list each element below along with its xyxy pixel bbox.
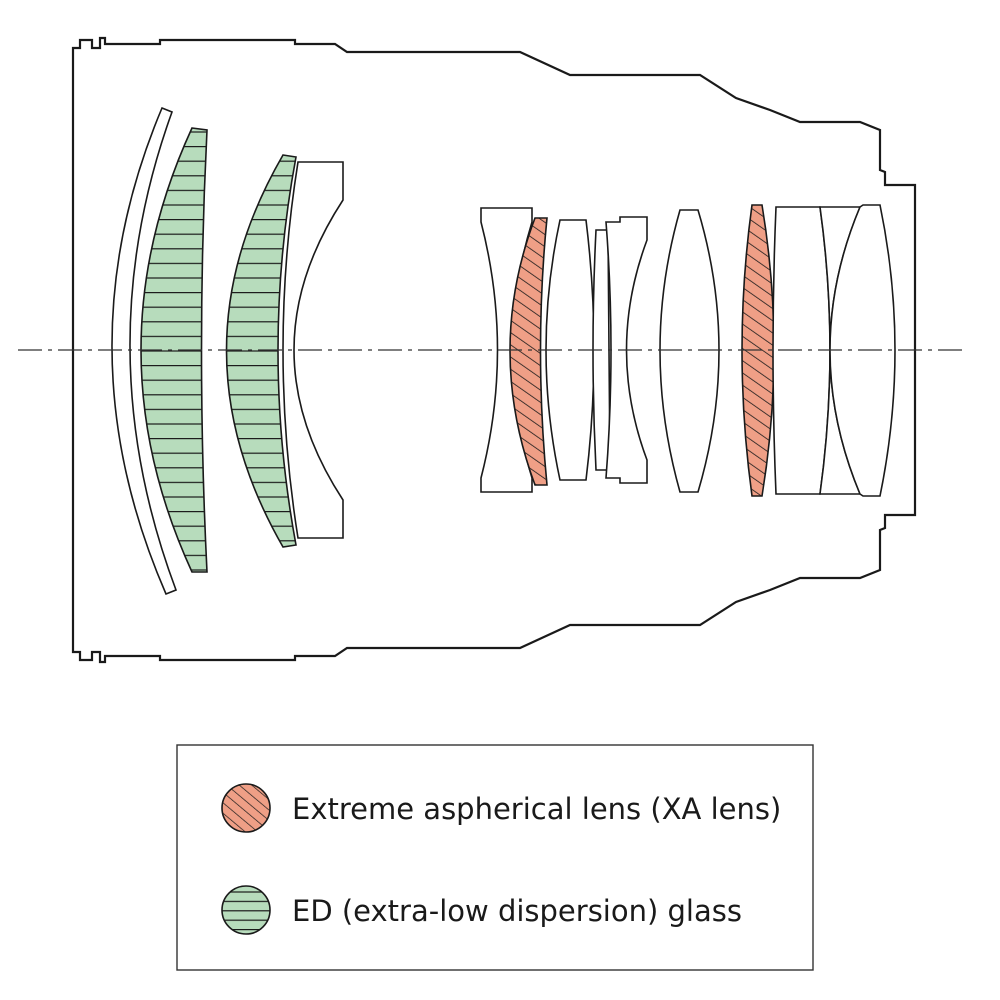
legend-label-xa: Extreme aspherical lens (XA lens)	[292, 792, 781, 826]
legend-box	[176, 744, 814, 971]
lens-barrel-outline	[71, 36, 917, 664]
xa-swatch-icon	[221, 783, 271, 833]
xa-lens-element-6	[509, 217, 548, 486]
legend-item-ed: ED (extra-low dispersion) glass	[221, 885, 742, 935]
lens-element-10	[659, 209, 720, 493]
lens-element-1	[111, 106, 178, 596]
lens-element-4	[282, 161, 344, 539]
ed-lens-element-2	[140, 127, 208, 573]
legend: Extreme aspherical lens (XA lens) ED (ex…	[176, 744, 814, 971]
legend-label-ed: ED (extra-low dispersion) glass	[292, 894, 742, 928]
ed-swatch-icon	[221, 885, 271, 935]
ed-lens-element-3	[225, 154, 297, 548]
legend-item-xa: Extreme aspherical lens (XA lens)	[221, 783, 781, 833]
